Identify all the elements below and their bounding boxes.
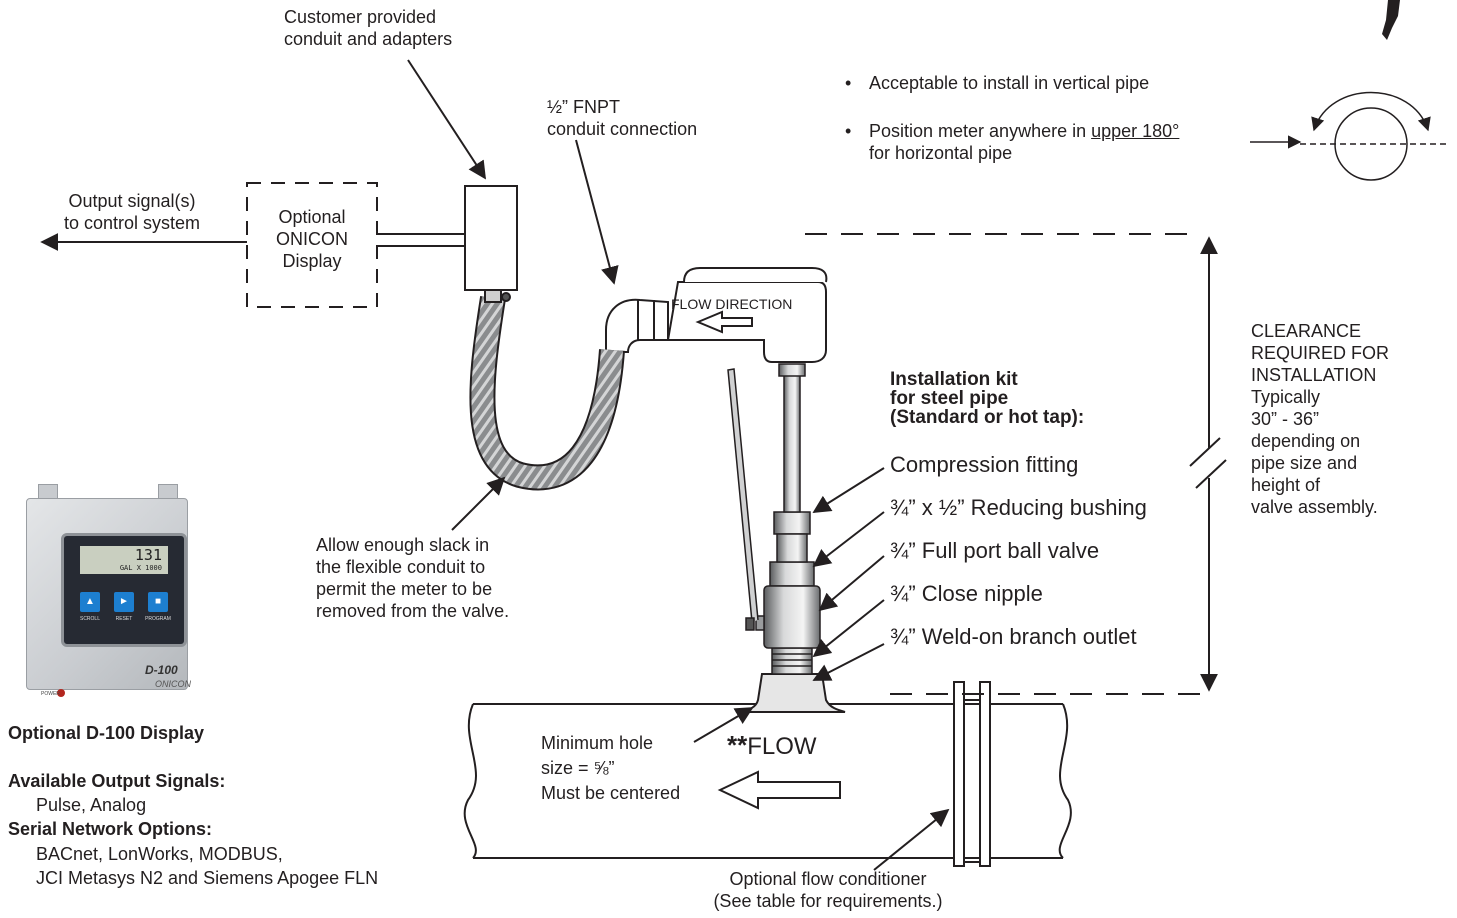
- d100-display-image: 131 GAL X 1000 ▲ ► ■ SCROLL RESET PROGRA…: [12, 484, 192, 697]
- ball-valve: [727, 368, 821, 649]
- slack-note: Allow enough slack in the flexible condu…: [316, 535, 510, 621]
- meter-head: [605, 267, 828, 363]
- hole-size-label: Minimum hole size = ⅝” Must be centered: [541, 733, 681, 803]
- flow-conditioner: [953, 681, 991, 867]
- weld-outlet: [740, 673, 846, 713]
- flow-label: **FLOW: [727, 730, 817, 760]
- clearance-label: CLEARANCE REQUIRED FOR INSTALLATION Typi…: [1251, 321, 1390, 517]
- kit-item-outlet: ¾” Weld-on branch outlet: [890, 624, 1137, 649]
- outputs-title: Available Output Signals:: [8, 771, 226, 791]
- customer-conduit-label: Customer provided conduit and adapters: [284, 7, 453, 49]
- serial-values: BACnet, LonWorks, MODBUS, JCI Metasys N2…: [36, 844, 379, 888]
- orientation-vertical-note: •Acceptable to install in vertical pipe: [845, 73, 1150, 93]
- leader-arrows: [407, 59, 950, 871]
- fittings: [773, 363, 811, 563]
- flow-conditioner-label: Optional flow conditioner (See table for…: [713, 869, 943, 911]
- junction-box: [464, 185, 518, 303]
- output-signal-label: Output signal(s) to control system: [64, 191, 201, 233]
- flow-arrow: [717, 770, 841, 810]
- kit-item-valve: ¾” Full port ball valve: [890, 538, 1100, 563]
- model-label: D-100: [145, 663, 178, 677]
- reset-icon: ►: [114, 592, 134, 612]
- onicon-display-label: Optional ONICON Display: [276, 207, 348, 271]
- serial-title: Serial Network Options:: [8, 819, 213, 839]
- kit-heading: Installation kit for steel pipe (Standar…: [890, 369, 1085, 428]
- program-icon: ■: [148, 592, 168, 612]
- kit-item-nipple: ¾” Close nipple: [890, 581, 1043, 606]
- orientation-horizontal-note: •Position meter anywhere in upper 180° f…: [845, 121, 1180, 163]
- orientation-diagram: [1250, 91, 1447, 181]
- kit-item-bushing: ¾” x ½” Reducing bushing: [890, 495, 1147, 520]
- onicon-display-box: [246, 182, 378, 308]
- brand-logo: ONICON: [155, 679, 191, 689]
- corner-mark: [1382, 0, 1400, 40]
- outputs-value: Pulse, Analog: [36, 795, 147, 815]
- kit-item-compression: Compression fitting: [890, 452, 1079, 477]
- flow-direction-label: FLOW DIRECTION: [671, 296, 793, 312]
- display-title: Optional D-100 Display: [8, 723, 205, 743]
- lcd-screen: 131 GAL X 1000: [80, 546, 168, 574]
- display-panel: 131 GAL X 1000 ▲ ► ■ SCROLL RESET PROGRA…: [61, 533, 187, 647]
- scroll-icon: ▲: [80, 592, 100, 612]
- fnpt-label: ½” FNPT conduit connection: [547, 97, 698, 139]
- close-nipple: [771, 647, 813, 675]
- power-indicator-icon: [57, 689, 65, 697]
